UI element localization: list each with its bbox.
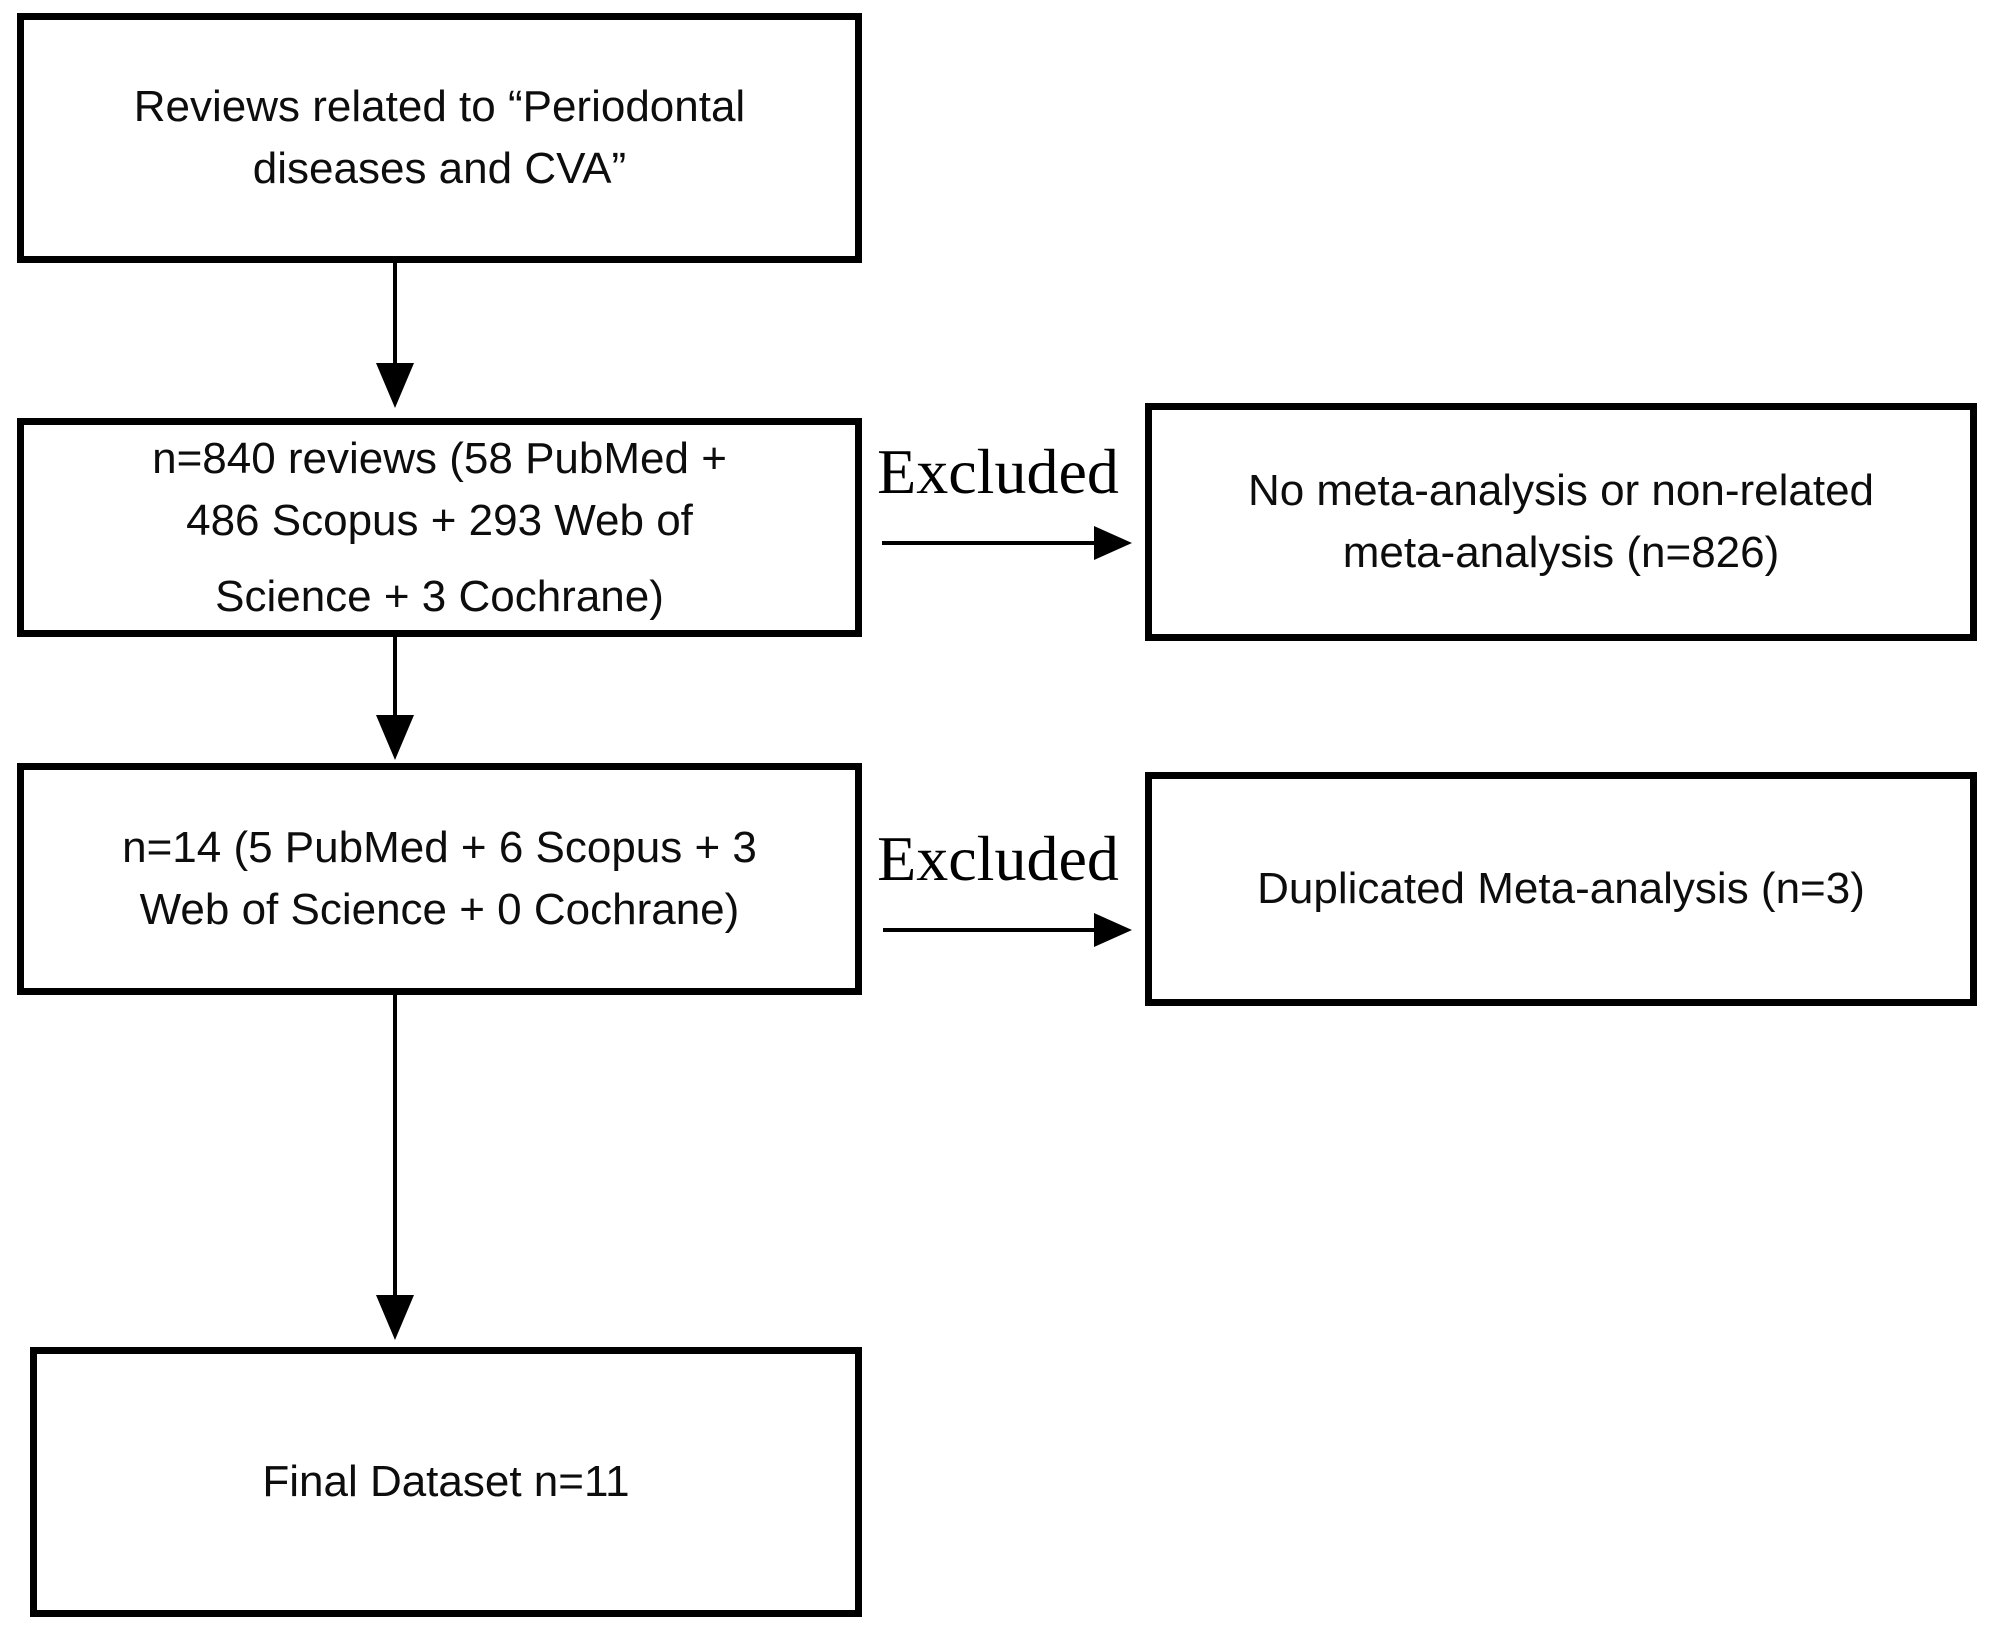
arrow-down-3-head <box>376 1295 414 1340</box>
screened-box-line-3: Science + 3 Cochrane) <box>215 571 664 621</box>
arrow-down-2-head <box>376 715 414 760</box>
arrow-down-1-line <box>393 263 397 363</box>
arrow-right-2-head <box>1094 913 1132 947</box>
excluded-meta-box-line-2: meta-analysis (n=826) <box>1342 528 1780 577</box>
excluded-dup-box: Duplicated Meta-analysis (n=3) <box>1145 772 1977 1006</box>
arrow-down-2-line <box>393 637 397 715</box>
excluded-label-bottom: Excluded <box>877 823 1119 894</box>
arrow-down-3-line <box>393 995 397 1295</box>
excluded-meta-box: No meta-analysis or non-related meta-ana… <box>1145 403 1977 641</box>
screened-box-line-1: n=840 reviews (58 PubMed + <box>152 433 727 483</box>
arrow-right-1-line <box>882 541 1094 545</box>
eligible-box-line-2: Web of Science + 0 Cochrane) <box>139 885 740 934</box>
screened-box: n=840 reviews (58 PubMed + 486 Scopus + … <box>17 418 862 637</box>
excluded-dup-box-line-1: Duplicated Meta-analysis (n=3) <box>1257 864 1865 913</box>
eligible-box-line-1: n=14 (5 PubMed + 6 Scopus + 3 <box>122 823 757 872</box>
excluded-label-top: Excluded <box>877 436 1119 507</box>
excluded-meta-box-line-1: No meta-analysis or non-related <box>1247 466 1875 515</box>
arrow-right-1-head <box>1094 526 1132 560</box>
screened-box-line-2: 486 Scopus + 293 Web of <box>186 495 693 545</box>
final-box-line-1: Final Dataset n=11 <box>262 1457 630 1506</box>
start-box: Reviews related to “Periodontal diseases… <box>17 13 862 263</box>
arrow-down-1-head <box>376 363 414 408</box>
eligible-box: n=14 (5 PubMed + 6 Scopus + 3 Web of Sci… <box>17 763 862 995</box>
final-box: Final Dataset n=11 <box>30 1347 862 1617</box>
start-box-line-2: diseases and CVA” <box>252 144 627 193</box>
start-box-line-1: Reviews related to “Periodontal <box>133 82 746 131</box>
arrow-right-2-line <box>883 928 1094 932</box>
